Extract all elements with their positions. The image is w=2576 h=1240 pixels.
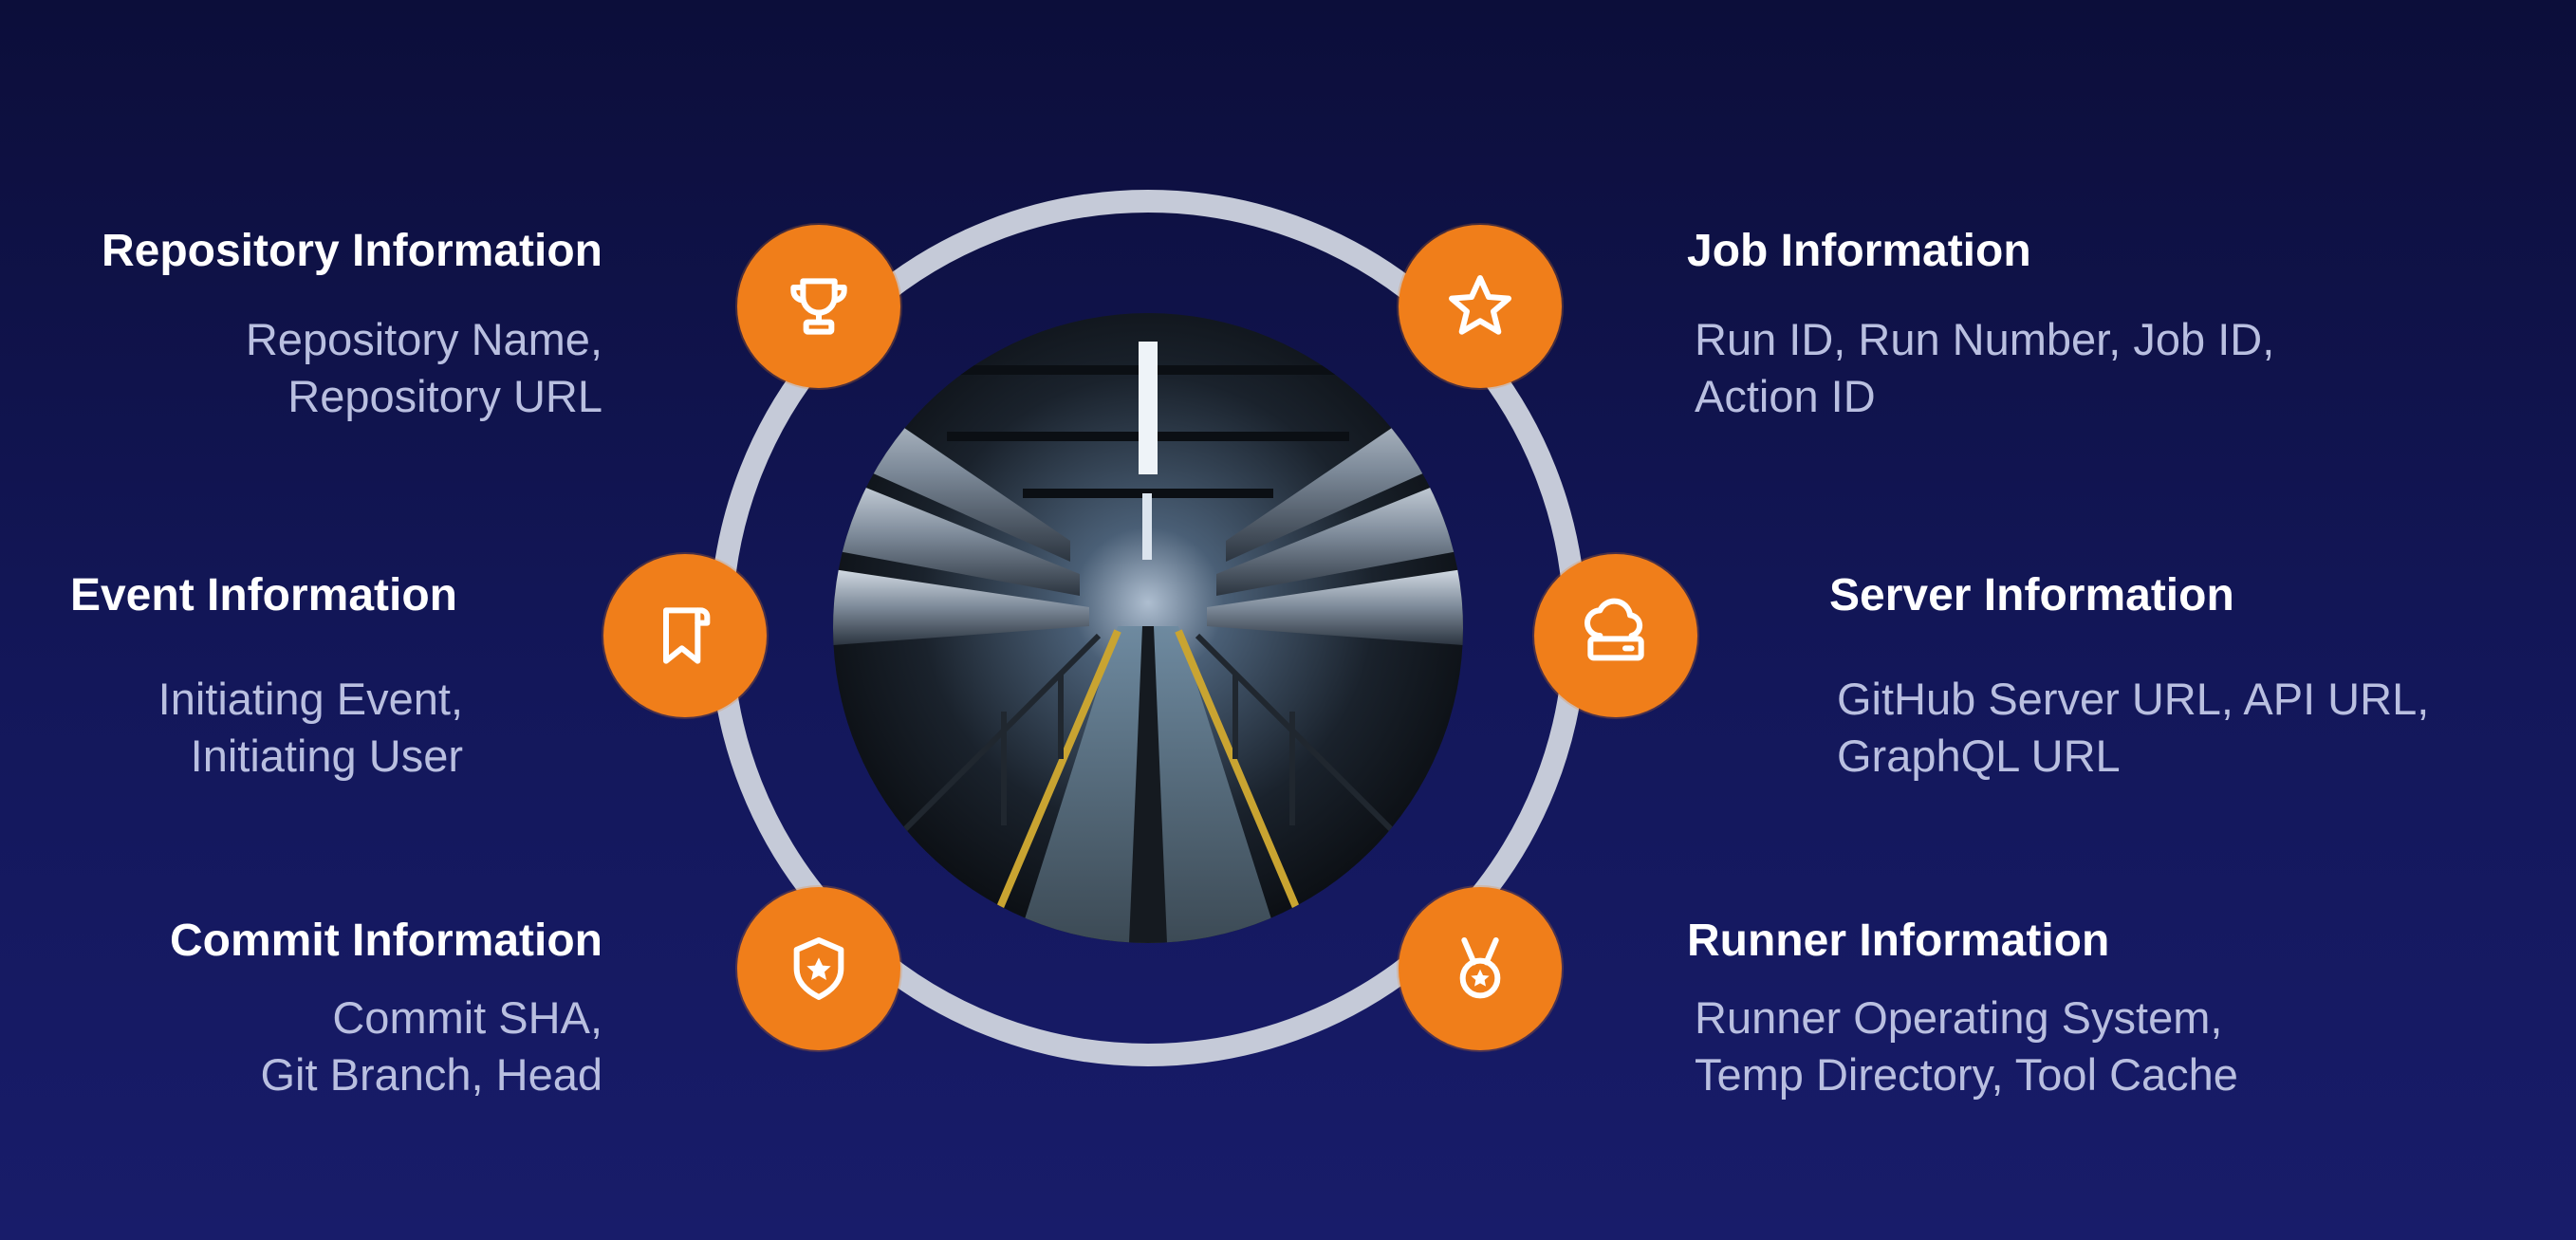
cloud-server-badge — [1534, 554, 1697, 717]
runner-info-title: Runner Information — [1687, 916, 2110, 966]
event-info-details: Initiating Event, Initiating User — [158, 671, 463, 785]
event-info-title: Event Information — [69, 570, 457, 620]
star-badge — [1399, 225, 1562, 388]
event-info-line: Initiating Event, — [158, 674, 463, 724]
repository-info: Repository Information Repository Name, … — [102, 224, 602, 425]
bookmark-badge — [603, 554, 767, 717]
runner-info-line: Runner Operating System, — [1695, 992, 2223, 1043]
commit-info-line: Git Branch, Head — [260, 1049, 602, 1100]
event-info-line: Initiating User — [190, 731, 463, 781]
cloud-server-icon — [1585, 598, 1644, 661]
trophy-icon — [790, 278, 847, 335]
job-info-title: Job Information — [1687, 226, 2031, 276]
star-icon — [1449, 275, 1511, 335]
runner-info-line: Temp Directory, Tool Cache — [1695, 1049, 2238, 1100]
trophy-badge — [737, 225, 900, 388]
repository-info-line: Repository Name, — [245, 314, 602, 364]
runner-info: Runner Information Runner Operating Syst… — [1687, 914, 2238, 1103]
repository-info-line: Repository URL — [287, 371, 602, 421]
job-info-line: Run ID, Run Number, Job ID, — [1695, 314, 2275, 364]
tunnel-pipes-image — [833, 313, 1463, 943]
bookmark-icon — [663, 607, 711, 664]
repository-info-title: Repository Information — [101, 226, 602, 276]
server-info-line: GitHub Server URL, API URL, — [1837, 674, 2430, 724]
medal-badge — [1399, 887, 1562, 1050]
medal-icon — [1459, 937, 1501, 999]
commit-info-line: Commit SHA, — [332, 992, 602, 1043]
server-info-title: Server Information — [1829, 570, 2234, 620]
event-info: Event Information — [70, 568, 457, 623]
server-info: Server Information GitHub Server URL, AP… — [1829, 568, 2429, 785]
shield-star-badge — [737, 887, 900, 1050]
commit-info-title: Commit Information — [170, 916, 602, 966]
commit-info: Commit Information Commit SHA, Git Branc… — [170, 914, 602, 1103]
shield-star-icon — [793, 937, 844, 1000]
job-info: Job Information Run ID, Run Number, Job … — [1687, 224, 2274, 425]
job-info-line: Action ID — [1695, 371, 1876, 421]
server-info-line: GraphQL URL — [1837, 731, 2121, 781]
